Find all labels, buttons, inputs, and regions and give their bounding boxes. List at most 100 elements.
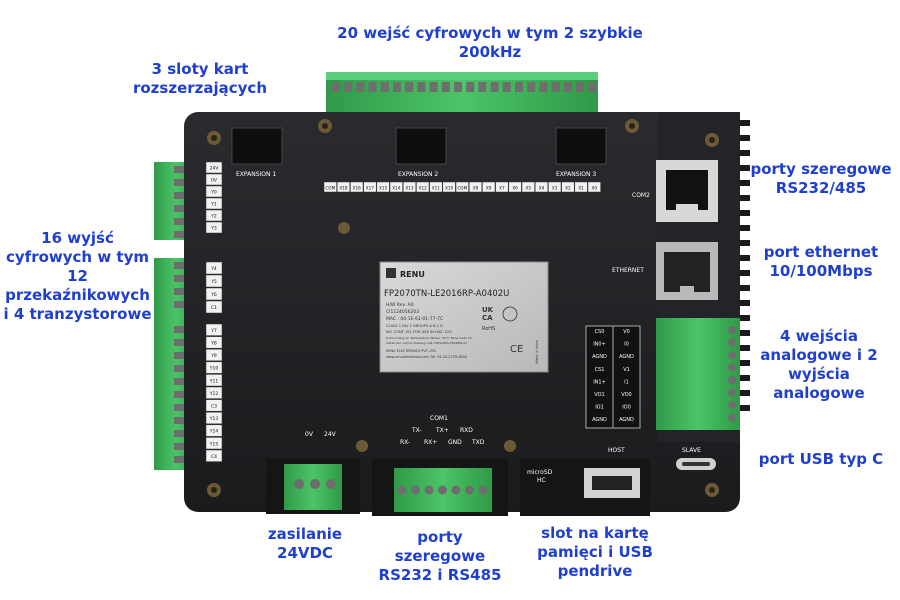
vent-slot (740, 210, 750, 216)
terminal-screw (332, 82, 340, 92)
terminal-screw (380, 82, 389, 92)
rohs-mark: RoHS (482, 326, 495, 332)
terminal-screw (417, 82, 426, 92)
svg-text:RX+: RX+ (424, 439, 437, 446)
terminal-screw (393, 82, 401, 92)
com1-terminal (372, 458, 508, 516)
output-terminal-label: Y14 (209, 429, 219, 435)
vent-slot (740, 255, 750, 261)
svg-text:TXD: TXD (471, 439, 485, 446)
input-terminal-label: X18 (339, 186, 348, 191)
output-label-strips: 24V0VY0Y1Y2Y3Y4Y5Y6C1Y7Y8Y9Y10Y11Y12C3Y1… (205, 161, 223, 462)
power-label-24v: 24V (324, 431, 337, 438)
ul-mark-icon (502, 306, 518, 322)
input-terminal-label: X7 (499, 186, 505, 191)
vent-slot (740, 135, 750, 141)
output-terminal-label: Y11 (209, 378, 219, 384)
svg-text:MAC : 00-1E-61-01-77-7C: MAC : 00-1E-61-01-77-7C (386, 316, 443, 322)
output-terminal-label: C4 (211, 454, 217, 460)
output-terminal-label: Y4 (210, 266, 217, 272)
output-terminal-label: Y3 (210, 226, 217, 232)
input-terminal-label: X13 (405, 186, 414, 191)
analog-label-text: CS0IN0+AGNDCS1IN1+VO1IO1AGNDV0I0AGNDV1I1… (592, 329, 634, 423)
terminal-screw (478, 82, 487, 92)
terminal-screw (174, 231, 184, 238)
slave-label: SLAVE (682, 447, 701, 454)
name-plate (379, 261, 549, 373)
input-terminal-label: X15 (379, 186, 388, 191)
input-terminal-label: X8 (473, 186, 479, 191)
terminal-screw (356, 82, 365, 92)
label-ethernet: port ethernet 10/100Mbps (763, 243, 879, 280)
ce-mark: CE (510, 344, 523, 355)
terminal-screw (174, 326, 184, 333)
terminal-screw (451, 485, 461, 495)
terminal-screw (438, 485, 447, 495)
svg-text:TX-: TX- (411, 427, 422, 434)
sd-label-2: HC (537, 477, 546, 484)
output-terminal-label: C3 (211, 404, 217, 410)
terminal-screw (174, 456, 184, 463)
input-terminal-label: X3 (552, 186, 558, 191)
output-terminal-label: 24V (210, 166, 220, 172)
input-terminal-label: X1 (578, 186, 584, 191)
plate-text: RENU FP2070TN-LE2016RP-A0402U H/W Rev. A… (384, 270, 539, 364)
terminal-screw (174, 262, 184, 269)
terminal-screw (465, 485, 474, 495)
terminal-screw (728, 401, 736, 409)
svg-text:CLASS 1 DIV 2 GROUPS A B C D: CLASS 1 DIV 2 GROUPS A B C D (386, 324, 443, 328)
terminal-screw (728, 413, 736, 422)
terminal-screw (405, 82, 414, 92)
svg-text:TX+: TX+ (435, 427, 449, 434)
sd-usb-area (520, 458, 650, 516)
vent-slot (740, 300, 750, 306)
input-terminal-label: X17 (366, 186, 375, 191)
ethernet-label: ETHERNET (612, 267, 644, 274)
com2-rj-port (656, 160, 718, 222)
analog-terminal-label: V1 (623, 367, 630, 373)
terminal-screw (728, 376, 736, 384)
input-terminal-label: X6 (512, 186, 518, 191)
expansion-2-label: EXPANSION 2 (398, 171, 438, 178)
vent-slot (740, 240, 750, 246)
analog-terminal-label: CS1 (595, 367, 605, 373)
terminal-screw (174, 417, 184, 424)
label-analog-io: 4 wejścia analogowe i 2 wyjścia analogow… (760, 327, 878, 402)
terminal-screw (174, 288, 184, 295)
power-label-0v: 0V (305, 431, 314, 438)
terminal-screw (344, 82, 353, 92)
power-terminal (266, 458, 360, 514)
analog-terminal-label: IO0 (622, 405, 631, 411)
terminal-screw (539, 82, 548, 92)
analog-terminal-label: AGND (619, 354, 634, 360)
device-printed-text: EXPANSION 1 EXPANSION 2 EXPANSION 3 COM2… (236, 171, 701, 484)
analog-terminal-label: IO1 (595, 405, 604, 411)
terminal-screw (728, 388, 736, 397)
terminal-screw (478, 485, 488, 495)
vent-slot (740, 270, 750, 276)
terminal-screw (174, 301, 184, 308)
label-digital-outputs: 16 wyjść cyfrowych w tym 12 przekaźnikow… (3, 229, 152, 323)
input-terminal-label: COM (325, 186, 335, 191)
analog-labels-table (585, 325, 641, 429)
svg-text:H/W Rev. A0: H/W Rev. A0 (386, 302, 414, 308)
terminal-screw (441, 82, 450, 92)
analog-terminal-label: IN1+ (593, 379, 606, 385)
output-terminal-label: Y9 (210, 353, 217, 359)
input-terminal-label: X14 (392, 186, 401, 191)
terminal-screw (728, 363, 736, 372)
label-serial-rs232-485: porty szeregowe RS232/485 (750, 160, 892, 197)
svg-text:www.renuelectronics.com Tel:: www.renuelectronics.com Tel: 91-20-2729-… (386, 355, 467, 359)
ukca-mark-1: UK (482, 306, 494, 314)
made-in-label: Made in India (535, 340, 539, 364)
sd-label-1: microSD (527, 469, 553, 476)
vent-slot (740, 195, 750, 201)
output-terminal-label: Y12 (209, 391, 219, 397)
expansion-3-label: EXPANSION 3 (556, 171, 596, 178)
terminal-screw (174, 378, 184, 385)
terminal-screw (174, 365, 184, 372)
svg-text:Surrounding Air Temperature Ta: Surrounding Air Temperature Tamax: 55°C … (386, 336, 472, 340)
ukca-mark-2: CA (482, 314, 493, 322)
terminal-screw (174, 443, 184, 450)
